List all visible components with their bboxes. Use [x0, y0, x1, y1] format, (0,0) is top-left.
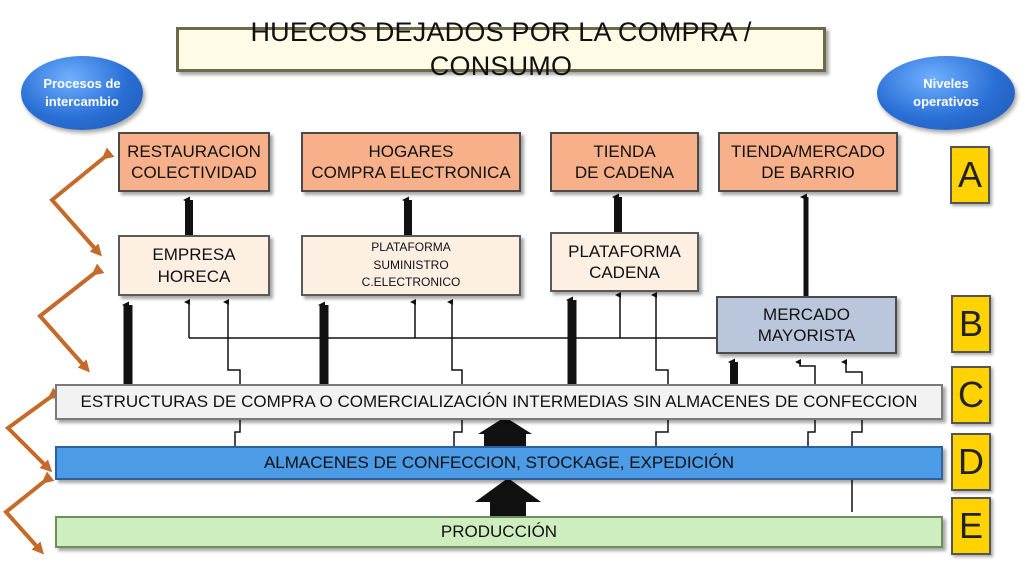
box-empresa-horeca: EMPRESA HORECA [118, 235, 270, 296]
box-hogares: HOGARES COMPRA ELECTRONICA [301, 132, 521, 192]
box-mercado-mayorista: MERCADO MAYORISTA [716, 296, 897, 354]
level-c-marker: C [951, 366, 991, 424]
level-a-marker: A [950, 146, 990, 204]
box-tienda-cadena: TIENDA DE CADENA [550, 132, 699, 192]
level-b-marker: B [951, 295, 991, 353]
box-restauracion: RESTAURACION COLECTIVIDAD [118, 132, 270, 192]
band-produccion: PRODUCCIÓN [55, 516, 943, 548]
box-plataforma-suministro: PLATAFORMA SUMINISTRO C.ELECTRONICO [301, 235, 521, 296]
thick-arrows-upper [183, 193, 809, 296]
thick-arrows-lower [122, 296, 738, 384]
diagram-title: HUECOS DEJADOS POR LA COMPRA / CONSUMO [176, 17, 826, 81]
exchange-chevrons [3, 147, 115, 555]
operational-levels-oval: Niveles operativos [877, 56, 1015, 130]
level-d-marker: D [951, 433, 991, 491]
exchange-processes-oval: Procesos de intercambio [21, 56, 143, 130]
band-estructuras-compra: ESTRUCTURAS DE COMPRA O COMERCIALIZACIÓN… [55, 384, 943, 420]
box-tienda-barrio: TIENDA/MERCADO DE BARRIO [718, 132, 898, 192]
block-arrows [475, 417, 541, 516]
level-e-marker: E [951, 497, 991, 555]
box-plataforma-cadena: PLATAFORMA CADENA [550, 232, 699, 292]
band-almacenes: ALMACENES DE CONFECCION, STOCKAGE, EXPED… [55, 446, 943, 480]
